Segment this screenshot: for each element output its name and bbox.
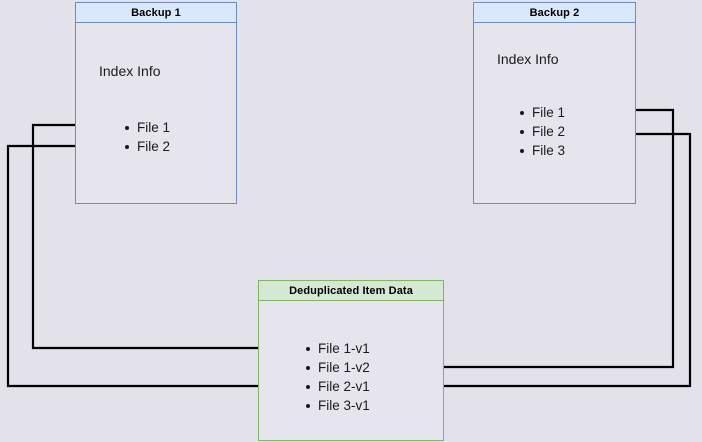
list-item: File 1 [123, 118, 170, 137]
backup2-file-list: File 1 File 2 File 3 [518, 103, 565, 160]
list-item: File 3 [518, 141, 565, 160]
backup1-box[interactable]: Backup 1 Index Info File 1 File 2 [75, 2, 237, 204]
dedup-file-list: File 1-v1 File 1-v2 File 2-v1 File 3-v1 [304, 339, 370, 415]
backup1-file-list: File 1 File 2 [123, 118, 170, 156]
list-item: File 1-v2 [304, 358, 370, 377]
backup2-header: Backup 2 [474, 3, 635, 23]
dedup-box[interactable]: Deduplicated Item Data File 1-v1 File 1-… [258, 280, 444, 441]
list-item: File 1 [518, 103, 565, 122]
list-item: File 1-v1 [304, 339, 370, 358]
list-item: File 2-v1 [304, 377, 370, 396]
backup1-subtitle: Index Info [99, 63, 161, 79]
list-item: File 3-v1 [304, 396, 370, 415]
backup2-subtitle: Index Info [497, 51, 559, 67]
dedup-header: Deduplicated Item Data [259, 281, 443, 301]
list-item: File 2 [518, 122, 565, 141]
backup2-box[interactable]: Backup 2 Index Info File 1 File 2 File 3 [473, 2, 636, 204]
list-item: File 2 [123, 137, 170, 156]
backup1-header: Backup 1 [76, 3, 236, 23]
